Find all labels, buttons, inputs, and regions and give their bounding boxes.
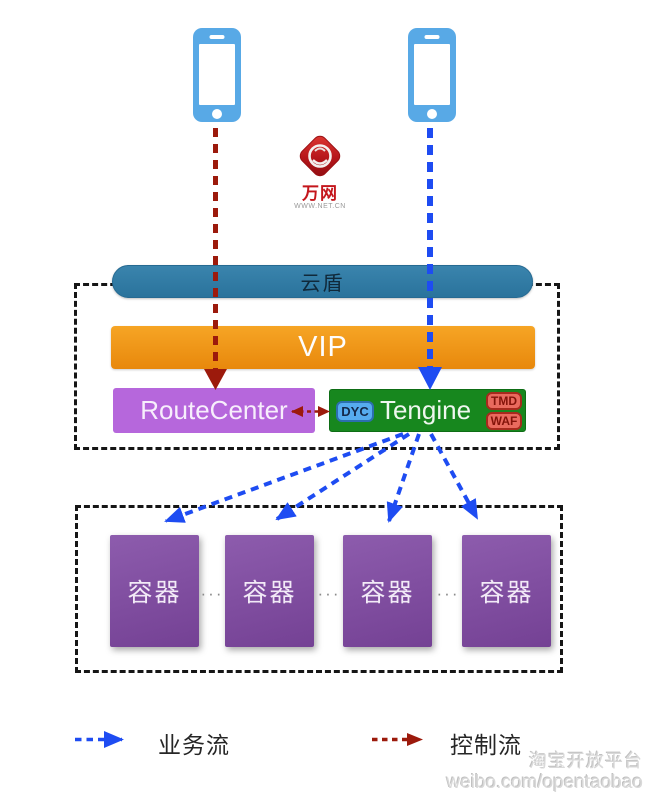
cloud-shield-pill: 云盾 — [112, 265, 533, 298]
wanwang-diamond-icon — [299, 135, 341, 177]
waf-badge: WAF — [486, 412, 522, 430]
legend-business-flow-label: 业务流 — [158, 732, 230, 758]
route-center-box: RouteCenter — [113, 388, 315, 433]
container-label: 容器 — [127, 579, 182, 607]
container-box: 容器 — [462, 535, 551, 647]
wanwang-logo: 万网 WWW.NET.CN — [285, 131, 355, 210]
container-label: 容器 — [242, 579, 297, 607]
phone-screen — [414, 44, 450, 105]
container-label: 容器 — [479, 579, 534, 607]
vip-bar: VIP — [111, 326, 535, 369]
container-ellipsis: ··· — [436, 584, 460, 603]
legend-control-flow-label: 控制流 — [450, 732, 522, 758]
phone-speaker — [424, 35, 440, 39]
dyc-badge: DYC — [336, 401, 374, 422]
watermark: 淘宝开放平台 weibo.com/opentaobao — [447, 751, 643, 793]
tmd-badge: TMD — [486, 392, 522, 410]
cloud-shield-label: 云盾 — [300, 273, 345, 295]
smartphone-icon — [193, 28, 241, 122]
container-ellipsis: ··· — [317, 584, 341, 603]
phone-speaker — [209, 35, 225, 39]
container-ellipsis: ··· — [200, 584, 224, 603]
tengine-label: Tengine — [379, 395, 472, 425]
wanwang-caption-text: WWW.NET.CN — [294, 203, 346, 210]
phone-home-button — [427, 109, 437, 119]
container-label: 容器 — [360, 579, 415, 607]
phone-home-button — [212, 109, 222, 119]
phone-screen — [199, 44, 235, 105]
route-center-label: RouteCenter — [140, 395, 288, 425]
wanwang-brand-text: 万网 — [302, 184, 338, 203]
container-box: 容器 — [343, 535, 432, 647]
vip-label: VIP — [298, 331, 348, 363]
watermark-title: 淘宝开放平台 — [529, 751, 643, 771]
tengine-box: DYC Tengine TMD WAF — [329, 389, 526, 432]
container-box: 容器 — [110, 535, 199, 647]
watermark-url: weibo.com/opentaobao — [446, 772, 643, 793]
container-box: 容器 — [225, 535, 314, 647]
smartphone-icon — [408, 28, 456, 122]
